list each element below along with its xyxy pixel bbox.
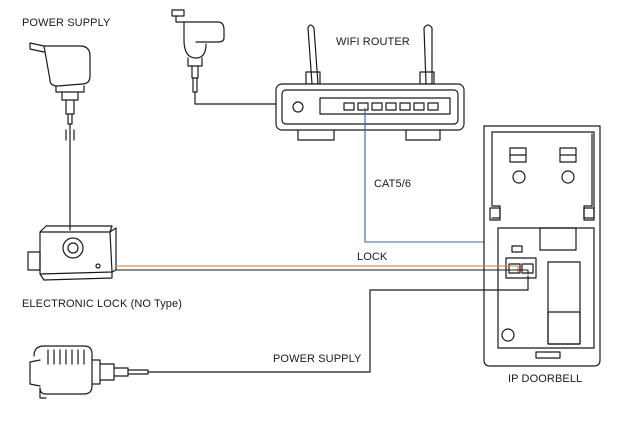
- lock-wire-dark: [115, 269, 529, 275]
- cat-cable-label: CAT5/6: [374, 178, 412, 190]
- cat-cable: [364, 107, 541, 243]
- ip-doorbell-label: IP DOORBELL: [508, 373, 583, 385]
- power-cable-bottom: [147, 275, 529, 373]
- power-adapter-top-icon: [29, 42, 91, 125]
- router-power-cable: [194, 91, 291, 105]
- electronic-lock-label: ELECTRONIC LOCK (NO Type): [22, 298, 182, 310]
- power-supply-bottom-label: POWER SUPPLY: [273, 353, 362, 365]
- wifi-router-label: WIFI ROUTER: [336, 36, 410, 48]
- electronic-lock-icon: [27, 225, 117, 281]
- ip-doorbell-icon: [483, 125, 601, 367]
- power-adapter-router-icon: [171, 9, 225, 93]
- power-supply-top-label: POWER SUPPLY: [22, 17, 111, 29]
- power-adapter-bottom-icon: [29, 345, 149, 399]
- lock-wire-orange: [115, 265, 519, 273]
- lock-wire-label: LOCK: [357, 251, 388, 263]
- wifi-router-icon: [275, 24, 465, 141]
- power-cable-top-strain: [65, 129, 75, 141]
